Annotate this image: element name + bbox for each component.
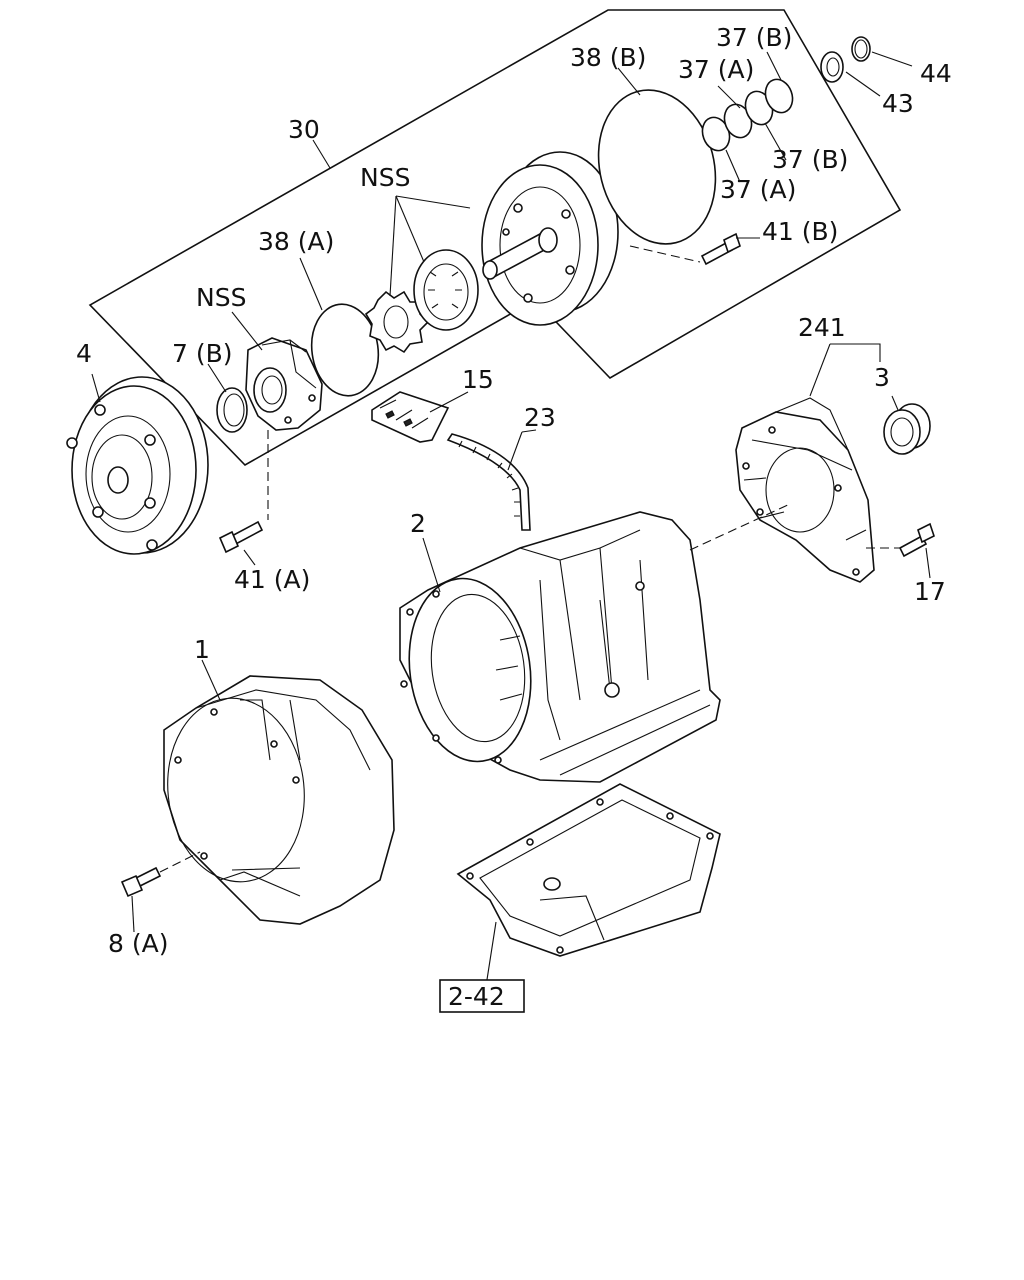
connector-15[interactable]	[371, 391, 450, 443]
bolt-41b[interactable]	[700, 232, 741, 266]
seal-rings-37[interactable]	[698, 76, 797, 155]
label-41a: 41 (A)	[234, 565, 310, 594]
o-ring-38b[interactable]	[583, 78, 731, 257]
assembly-30-frame	[88, 9, 902, 467]
label-37b-bottom: 37 (B)	[772, 145, 848, 174]
label-44: 44	[920, 59, 952, 88]
label-nss-top: NSS	[360, 163, 410, 192]
bolt-8a[interactable]	[120, 866, 162, 898]
label-17: 17	[914, 577, 946, 606]
snap-ring-44[interactable]	[851, 36, 871, 62]
label-15: 15	[462, 365, 494, 394]
label-nss-left: NSS	[196, 283, 246, 312]
pump-gears[interactable]	[364, 249, 479, 354]
oil-seal[interactable]	[216, 387, 248, 433]
label-2: 2	[410, 509, 426, 538]
bushing-3[interactable]	[883, 403, 931, 455]
torque-converter[interactable]	[66, 376, 209, 555]
label-30: 30	[288, 115, 320, 144]
label-38b: 38 (B)	[570, 43, 646, 72]
extension-housing[interactable]	[735, 397, 875, 583]
label-8a: 8 (A)	[108, 929, 168, 958]
label-241: 241	[798, 313, 846, 342]
oil-pump-body[interactable]	[481, 151, 619, 326]
transmission-case[interactable]	[398, 511, 721, 783]
oil-pump-cover[interactable]	[245, 337, 323, 431]
label-1: 1	[194, 635, 210, 664]
converter-housing[interactable]	[159, 675, 395, 925]
label-4: 4	[76, 339, 92, 368]
label-37b-top: 37 (B)	[716, 23, 792, 52]
harness-23[interactable]	[446, 433, 531, 531]
label-3: 3	[874, 363, 890, 392]
reference-box-2-42[interactable]: 2-42	[439, 979, 525, 1013]
label-37a-bottom: 37 (A)	[720, 175, 796, 204]
label-41b: 41 (B)	[762, 217, 838, 246]
callout-labels: 30 38 (B) 37 (B) 37 (A) 37 (B) 37 (A) 44…	[76, 23, 952, 958]
bolt-41a[interactable]	[218, 520, 264, 554]
leader-lines	[91, 51, 931, 987]
reference-label: 2-42	[448, 982, 505, 1011]
oil-pan[interactable]	[456, 783, 721, 957]
label-43: 43	[882, 89, 914, 118]
label-38a: 38 (A)	[258, 227, 334, 256]
washer-43[interactable]	[820, 51, 844, 83]
label-37a-top: 37 (A)	[678, 55, 754, 84]
bolt-17[interactable]	[898, 522, 935, 558]
label-7b: 7 (B)	[172, 339, 233, 368]
o-ring-38a[interactable]	[306, 300, 384, 400]
label-23: 23	[524, 403, 556, 432]
